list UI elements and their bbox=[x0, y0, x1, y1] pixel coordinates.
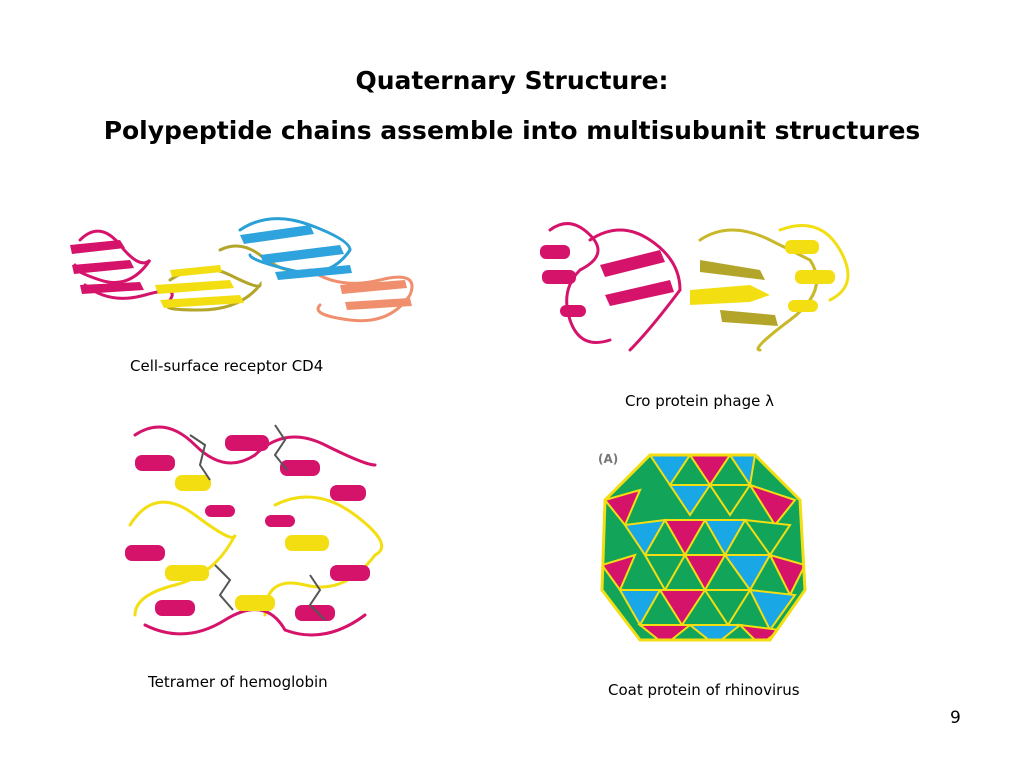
rhinovirus-capsid-image: (A) bbox=[598, 452, 807, 642]
caption-cd4: Cell-surface receptor CD4 bbox=[130, 357, 324, 375]
cro-protein-ribbon-image bbox=[540, 222, 850, 352]
slide-title: Quaternary Structure: bbox=[355, 66, 669, 95]
caption-hemoglobin: Tetramer of hemoglobin bbox=[148, 673, 328, 691]
cd4-ribbon-image bbox=[70, 217, 414, 323]
caption-cro-protein: Cro protein phage λ bbox=[625, 392, 774, 410]
panel-label: (A) bbox=[598, 452, 618, 466]
hemoglobin-ribbon-image bbox=[125, 424, 384, 637]
page-number: 9 bbox=[950, 708, 961, 728]
caption-rhinovirus: Coat protein of rhinovirus bbox=[608, 681, 800, 699]
slide-subtitle: Polypeptide chains assemble into multisu… bbox=[103, 116, 921, 145]
